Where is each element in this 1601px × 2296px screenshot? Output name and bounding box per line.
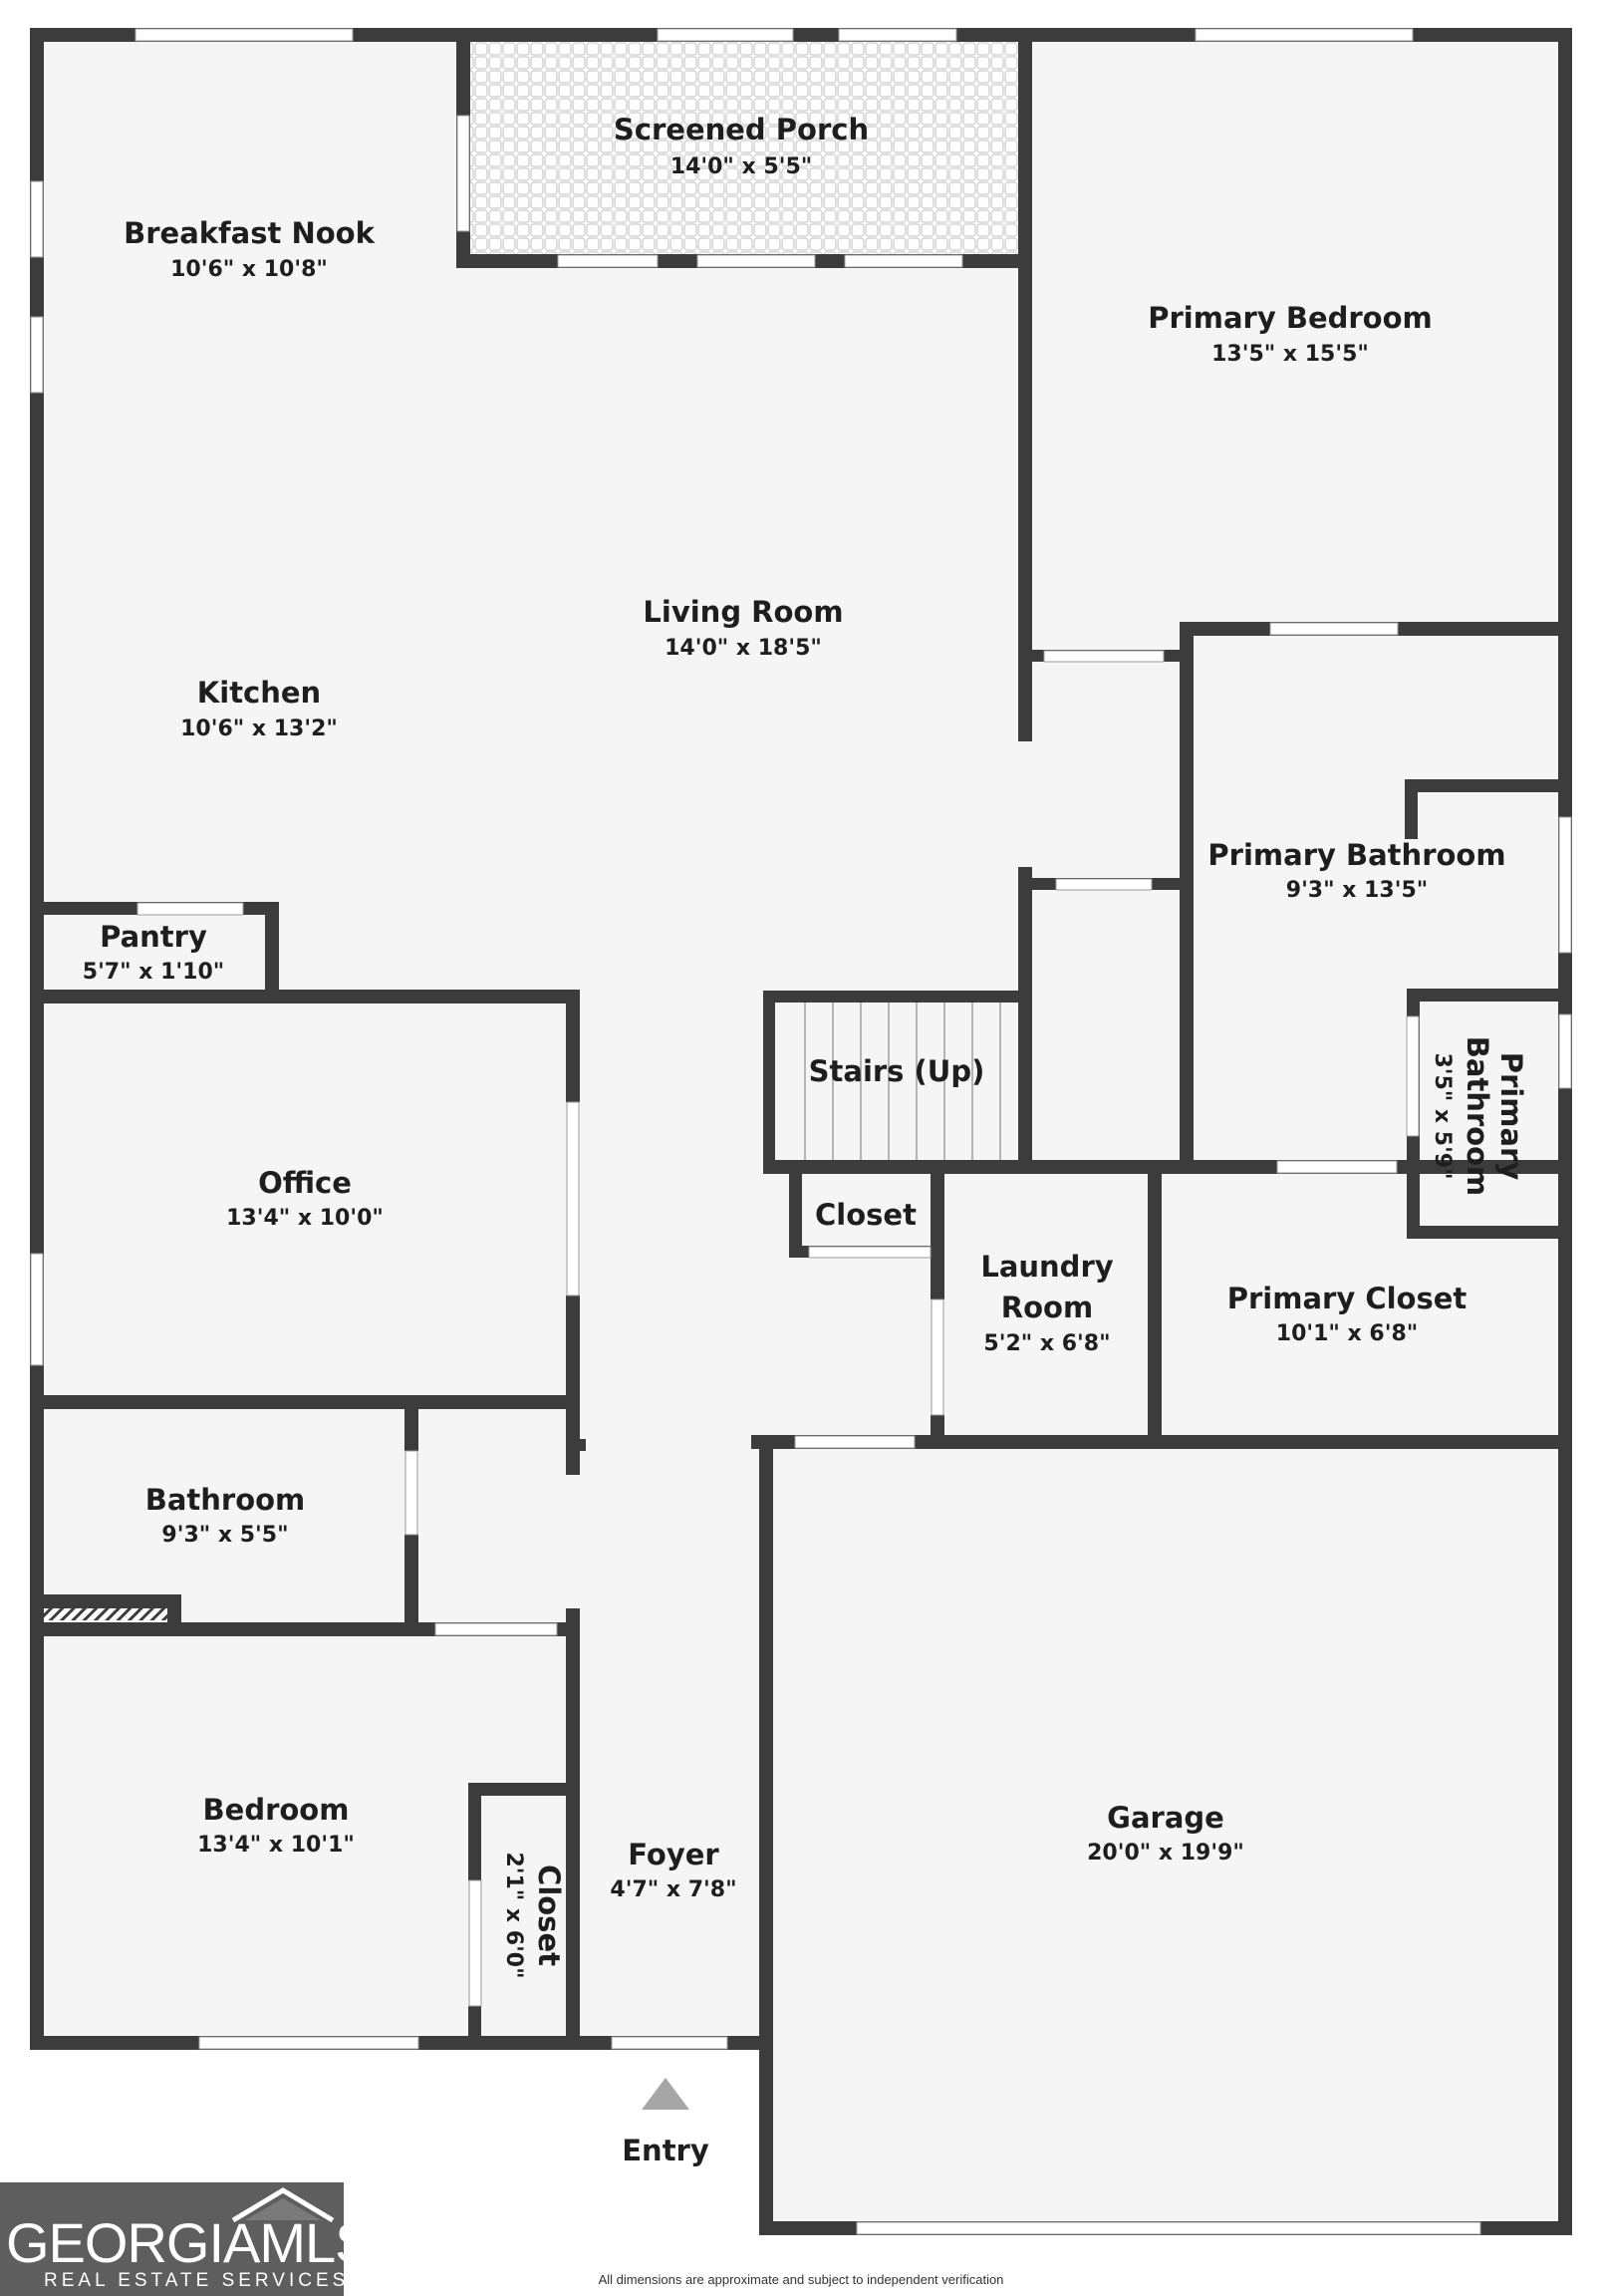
room-dims-primary-closet: 10'1" x 6'8": [1276, 1321, 1418, 1346]
room-name-breakfast-nook: Breakfast Nook: [124, 216, 375, 250]
room-dims-primary-bathroom: 9'3" x 13'5": [1286, 878, 1428, 903]
room-name-laundry-room-line2: Room: [1001, 1291, 1093, 1324]
room-dims-laundry-room: 5'2" x 6'8": [983, 1331, 1110, 1356]
room-dims-primary-bathroom-small: 3'5" x 5'9": [1430, 1052, 1455, 1179]
stair-treads: [775, 1003, 1018, 1160]
entry-arrow-icon: [642, 2078, 689, 2110]
room-name-screened-porch: Screened Porch: [614, 113, 869, 146]
room-dims-office: 13'4" x 10'0": [226, 1206, 384, 1231]
room-name-kitchen: Kitchen: [197, 676, 321, 710]
room-dims-closet-bedroom: 2'1" x 6'0": [501, 1852, 526, 1978]
room-dims-kitchen: 10'6" x 13'2": [180, 717, 338, 741]
room-dims-garage: 20'0" x 19'9": [1087, 1841, 1244, 1866]
room-name-office: Office: [258, 1166, 352, 1200]
room-name-primary-bathroom-small-line2: Bathroom: [1461, 1036, 1494, 1197]
windows: [30, 28, 1572, 2235]
room-dims-primary-bedroom: 13'5" x 15'5": [1211, 342, 1369, 367]
logo-sub-text: REAL ESTATE SERVICES: [44, 2270, 350, 2291]
room-name-living-room: Living Room: [643, 595, 843, 629]
room-name-stairs: Stairs (Up): [809, 1054, 985, 1088]
bathroom-shelf: [44, 1608, 167, 1620]
room-dims-foyer: 4'7" x 7'8": [610, 1877, 736, 1902]
georgia-mls-logo: GEORGIAMLS REAL ESTATE SERVICES: [0, 2182, 373, 2296]
room-dims-bedroom: 13'4" x 10'1": [197, 1833, 355, 1858]
room-name-primary-bathroom-small-line1: Primary: [1494, 1052, 1528, 1181]
room-name-pantry: Pantry: [100, 920, 207, 954]
room-name-foyer: Foyer: [628, 1838, 719, 1871]
room-dims-screened-porch: 14'0" x 5'5": [670, 154, 812, 179]
room-name-bathroom: Bathroom: [145, 1483, 306, 1517]
floor-fill: [0, 30, 1560, 2296]
room-name-primary-bedroom: Primary Bedroom: [1148, 301, 1432, 335]
room-name-primary-closet: Primary Closet: [1227, 1282, 1468, 1315]
room-dims-breakfast-nook: 10'6" x 10'8": [170, 257, 328, 282]
room-name-laundry-room-line1: Laundry: [980, 1250, 1113, 1284]
room-name-bedroom: Bedroom: [203, 1793, 350, 1827]
room-name-closet-bedroom: Closet: [532, 1865, 566, 1966]
room-labels: Screened Porch 14'0" x 5'5" Breakfast No…: [83, 113, 1528, 2167]
room-name-garage: Garage: [1107, 1801, 1224, 1835]
room-name-closet-hall: Closet: [815, 1198, 917, 1232]
logo-main-text: GEORGIAMLS: [6, 2211, 373, 2274]
roof-icon: [231, 2187, 335, 2222]
room-dims-living-room: 14'0" x 18'5": [665, 636, 822, 661]
room-dims-bathroom: 9'3" x 5'5": [161, 1523, 288, 1548]
room-dims-pantry: 5'7" x 1'10": [83, 960, 224, 985]
room-name-primary-bathroom: Primary Bathroom: [1207, 838, 1505, 872]
entry-label: Entry: [622, 2134, 709, 2167]
footer-disclaimer: All dimensions are approximate and subje…: [598, 2272, 1004, 2287]
